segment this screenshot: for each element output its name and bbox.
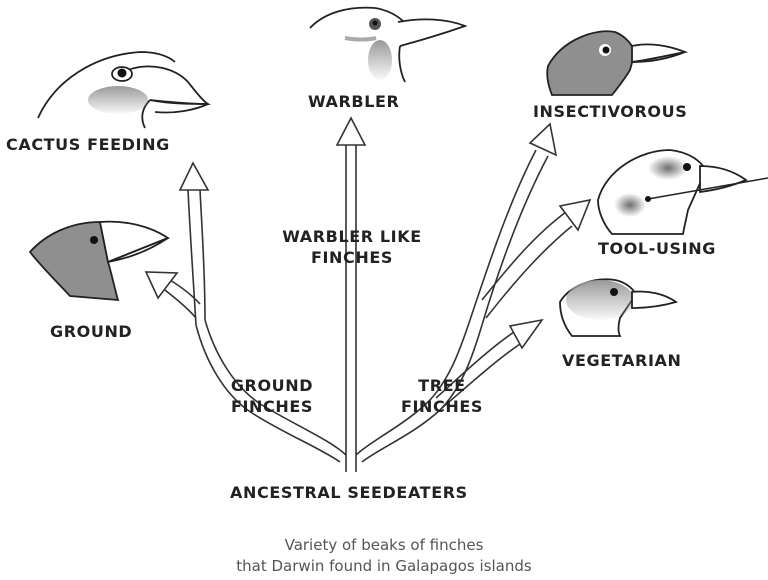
label-warbler: WARBLER: [308, 91, 399, 112]
label-tool-using: TOOL-USING: [598, 238, 716, 259]
label-ground-finches-line1: GROUND: [222, 375, 322, 396]
ground-arrowhead: [146, 272, 177, 298]
vegetarian-finch-head: [560, 279, 676, 336]
label-insectivorous: INSECTIVOROUS: [533, 101, 687, 122]
warbler-finch-head: [310, 8, 465, 82]
tool-using-arrowhead: [560, 200, 590, 230]
label-ground: GROUND: [50, 321, 132, 342]
warbler-arrowhead: [337, 118, 365, 145]
label-warbler-like-line1: WARBLER LIKE: [276, 226, 428, 247]
label-tree-finches-line2: FINCHES: [392, 396, 492, 417]
label-tree-finches: TREE FINCHES: [392, 375, 492, 417]
tool-using-branch: [482, 212, 572, 318]
cactus-branch: [188, 190, 205, 325]
label-ground-finches: GROUND FINCHES: [222, 375, 322, 417]
insectivorous-finch-head: [547, 31, 685, 95]
label-tree-finches-line1: TREE: [392, 375, 492, 396]
caption-line1: Variety of beaks of finches: [0, 535, 768, 556]
branch-tree: [146, 118, 590, 472]
label-warbler-like-line2: FINCHES: [276, 247, 428, 268]
ground-finch-head: [30, 222, 168, 300]
label-vegetarian: VEGETARIAN: [562, 350, 681, 371]
insectivorous-arrowhead: [530, 124, 556, 155]
tool-using-finch-head: [598, 150, 768, 234]
label-ancestral-seedeaters: ANCESTRAL SEEDEATERS: [230, 482, 468, 503]
caption-line2: that Darwin found in Galapagos islands: [0, 556, 768, 577]
warbler-branch: [346, 145, 356, 455]
label-cactus-feeding: CACTUS FEEDING: [6, 134, 170, 155]
label-ground-finches-line2: FINCHES: [222, 396, 322, 417]
cactus-finch-head: [38, 52, 208, 128]
cactus-arrowhead: [180, 163, 208, 190]
vegetarian-arrowhead: [510, 320, 542, 348]
label-warbler-like-finches: WARBLER LIKE FINCHES: [276, 226, 428, 268]
